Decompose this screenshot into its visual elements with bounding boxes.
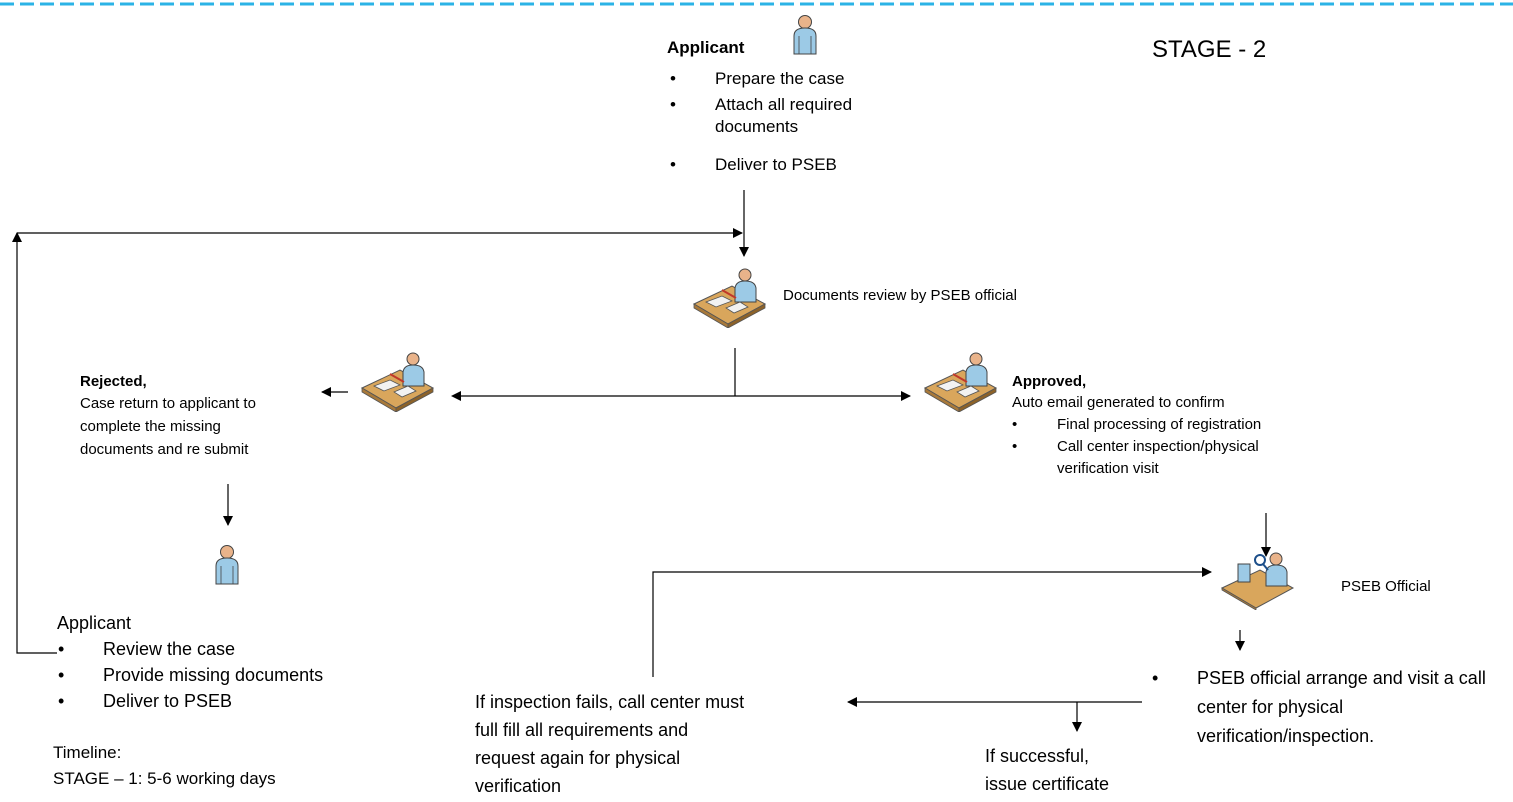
retry-line: [652, 567, 1212, 677]
pseb-official-label: PSEB Official: [1341, 578, 1431, 595]
person-icon: [212, 542, 242, 588]
timeline-stage1: STAGE – 1: 5-6 working days: [53, 769, 276, 788]
rejected-title: Rejected,: [80, 373, 147, 390]
list-item: Final processing of registration: [1012, 414, 1327, 436]
pseb-visit-list: PSEB official arrange and visit a call c…: [1152, 664, 1497, 751]
list-item: Review the case: [58, 636, 323, 662]
list-item: Deliver to PSEB: [670, 154, 915, 176]
list-item: Prepare the case: [670, 68, 915, 94]
fails-line: verification: [475, 776, 562, 796]
list-item: Call center inspection/physical verifica…: [1012, 436, 1327, 480]
rejected-line: Case return to applicant to: [80, 395, 256, 412]
desk-worker-icon: [360, 350, 435, 412]
list-item: Attach all required documents: [670, 94, 915, 146]
loop-left-up: [12, 232, 57, 654]
approved-text: Auto email generated to confirm: [1012, 394, 1225, 411]
desk-worker-icon: [692, 266, 767, 328]
fails-line: If inspection fails, call center must: [475, 692, 745, 712]
stage-label: STAGE - 2: [1152, 36, 1267, 63]
successful-text: If successful, issue certificate: [985, 742, 1109, 798]
bottom-applicant-list: Review the case Provide missing document…: [58, 636, 323, 714]
successful-line: issue certificate: [985, 774, 1110, 794]
top-applicant-list: Prepare the case Attach all required doc…: [670, 68, 915, 176]
list-item: Deliver to PSEB: [58, 688, 323, 714]
timeline-title: Timeline:: [53, 743, 122, 762]
list-item: Provide missing documents: [58, 662, 323, 688]
top-applicant-title: Applicant: [667, 38, 745, 57]
inspector-icon: [1220, 548, 1295, 610]
person-icon: [790, 12, 820, 58]
rejected-line: complete the missing: [80, 418, 221, 435]
successful-line: If successful,: [985, 746, 1090, 766]
approved-title: Approved,: [1012, 373, 1087, 390]
inspection-fails-text: If inspection fails, call center must fu…: [475, 688, 744, 800]
rejected-text: Case return to applicant to complete the…: [80, 392, 256, 461]
list-item: PSEB official arrange and visit a call c…: [1152, 664, 1497, 751]
review-label: Documents review by PSEB official: [783, 287, 1017, 304]
approved-list: Final processing of registration Call ce…: [1012, 414, 1327, 480]
rejected-line: documents and re submit: [80, 441, 249, 458]
fails-line: full fill all requirements and: [475, 720, 689, 740]
fails-line: request again for physical: [475, 748, 681, 768]
desk-worker-icon: [923, 350, 998, 412]
bottom-applicant-title: Applicant: [57, 613, 132, 633]
